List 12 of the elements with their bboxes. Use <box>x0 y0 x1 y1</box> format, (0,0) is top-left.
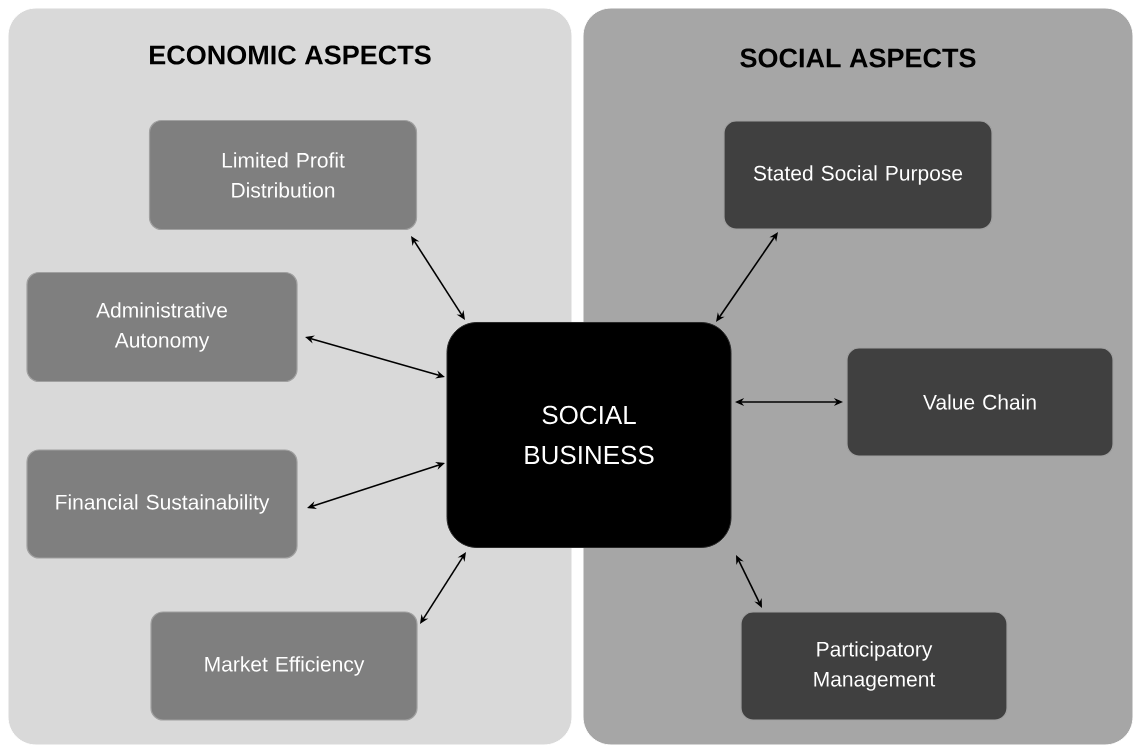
concept-box: Market Efficiency <box>150 611 418 721</box>
arrow <box>411 236 465 320</box>
concept-box: Value Chain <box>846 347 1114 457</box>
arrow <box>420 552 466 624</box>
arrow <box>716 232 778 322</box>
central-box: SOCIAL BUSINESS <box>446 322 732 548</box>
concept-box: Financial Sustainability <box>26 449 298 559</box>
concept-box: Participatory Management <box>740 611 1008 721</box>
concept-box: Limited Profit Distribution <box>148 119 418 231</box>
arrow <box>736 555 762 608</box>
concept-box: Administrative Autonomy <box>26 271 298 383</box>
concept-box: Stated Social Purpose <box>723 120 993 230</box>
